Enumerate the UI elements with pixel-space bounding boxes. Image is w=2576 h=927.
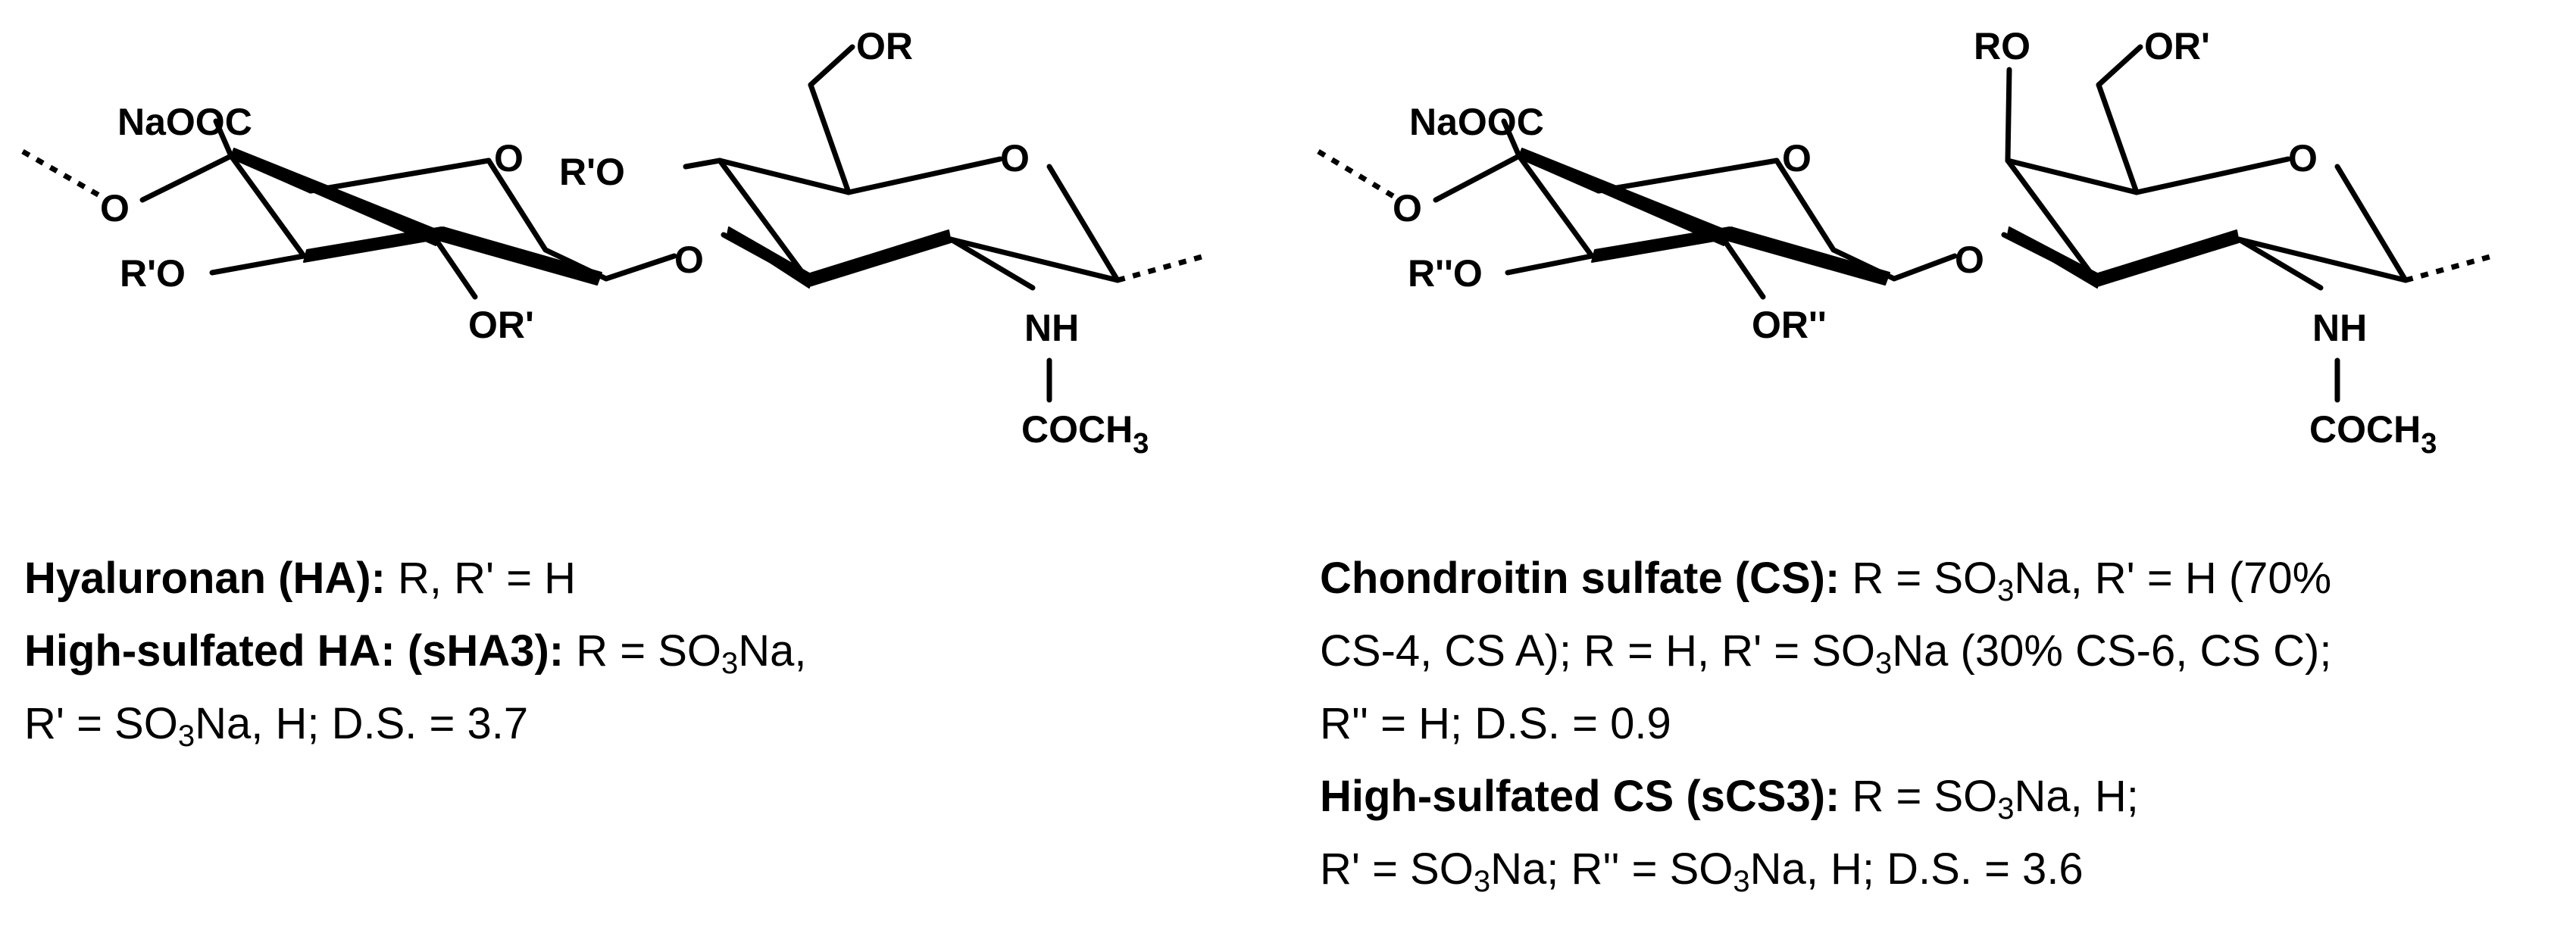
ha-label-coch: COCH3 [1021,408,1149,460]
cs-structure: NaOOC O R''O O O OR'' RO OR' O NH COCH3 [1317,25,2493,460]
cs-label-coch: COCH3 [2309,408,2437,460]
cs-label-r2o: R''O [1408,252,1483,295]
cs-label-o-chain: O [1393,187,1422,229]
ha-label-r1o: R'O [120,252,186,295]
ha-label-naooc: NaOOC [117,101,252,143]
cs-caption: Chondroitin sulfate (CS): R = SO3Na, R' … [1320,542,2331,906]
ha-glucuronic-acid-ring [139,118,609,300]
ha-label-or1-bottom: OR' [468,304,534,346]
cs-caption-line-1: Chondroitin sulfate (CS): R = SO3Na, R' … [1320,554,2332,607]
ha-caption-line-1: Hyaluronan (HA): R, R' = H [24,554,577,603]
ha-chain-bond-left [21,148,106,201]
ha-chain-bond-right [1117,253,1205,283]
ha-glucosamine-ring [683,44,1121,403]
cs-caption-line-2: CS-4, CS A); R = H, R' = SO3Na (30% CS-6… [1320,626,2332,680]
ha-caption: Hyaluronan (HA): R, R' = H High-sulfated… [24,542,807,760]
cs-glucuronic-acid-ring [1433,118,1897,300]
ha-caption-line-3: R' = SO3Na, H; D.S. = 3.7 [24,699,529,753]
ha-label-ring-o2: O [1000,137,1030,179]
cs-label-or1-top: OR' [2144,25,2210,67]
cs-label-ro-top: RO [1974,25,2030,67]
ha-label-or-top: OR [856,25,913,67]
ha-label-nh: NH [1024,307,1079,349]
cs-label-ring-o1: O [1782,137,1812,179]
ha-label-r1o-mid: R'O [559,151,625,193]
cs-caption-line-5: R' = SO3Na; R'' = SO3Na, H; D.S. = 3.6 [1320,844,2084,898]
cs-chain-bond-left [1317,148,1399,201]
ha-glycosidic-bond [603,253,677,282]
cs-label-naooc: NaOOC [1409,101,1544,143]
cs-label-glyc-o: O [1955,239,1984,281]
cs-caption-line-3: R'' = H; D.S. = 0.9 [1320,699,1671,748]
cs-label-nh: NH [2312,307,2367,349]
cs-chain-bond-right [2405,253,2493,283]
cs-label-or2-bottom: OR'' [1752,304,1827,346]
cs-glycosidic-bond [1891,253,1958,282]
cs-caption-line-4: High-sulfated CS (sCS3): R = SO3Na, H; [1320,772,2139,826]
ha-label-glyc-o: O [674,239,704,281]
ha-structure: NaOOC O R'O O O OR' R'O OR O NH COCH3 [21,25,1205,460]
ha-label-o-chain: O [100,187,130,229]
ha-caption-line-2: High-sulfated HA: (sHA3): R = SO3Na, [24,626,807,680]
ha-label-ring-o1: O [494,137,524,179]
cs-label-ring-o2: O [2288,137,2318,179]
cs-galactosamine-ring [2001,44,2409,403]
